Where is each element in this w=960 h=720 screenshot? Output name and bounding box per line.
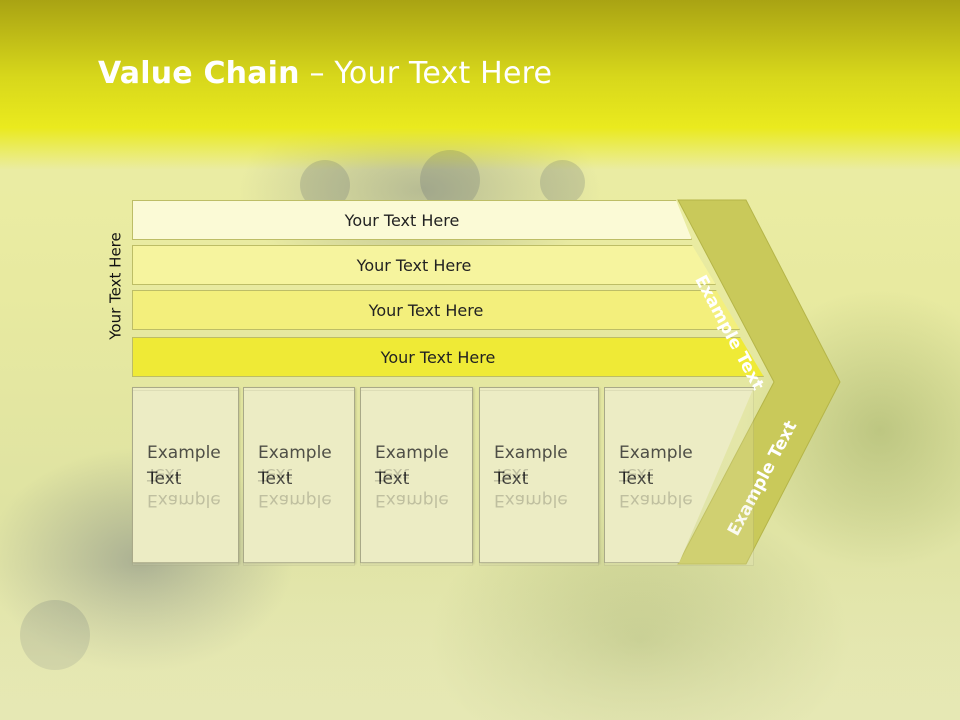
value-band-2: Your Text Here (132, 245, 716, 285)
value-band-label: Your Text Here (356, 255, 472, 275)
activity-box-line2: Text (619, 469, 654, 489)
activity-box-line1: Example (258, 443, 332, 463)
side-label-text: Your Text Here (107, 232, 125, 340)
activity-box-1: Example Text (132, 387, 239, 563)
value-band-1: Your Text Here (132, 200, 692, 240)
chevron-shape (677, 199, 841, 565)
margin-chevron (677, 199, 841, 565)
value-band-3: Your Text Here (132, 290, 740, 330)
activity-box-line2: Text (494, 469, 529, 489)
activity-box-line1: Example (494, 443, 568, 463)
activity-box-line2: Text (375, 469, 410, 489)
side-label: Your Text Here (100, 186, 132, 386)
activity-box-3: Example Text (360, 387, 473, 563)
slide-title: Value Chain – Your Text Here (98, 56, 552, 91)
background-grape (540, 160, 585, 205)
activity-box-line2: Text (258, 469, 293, 489)
activity-box-4: Example Text (479, 387, 599, 563)
title-bold: Value Chain (98, 56, 300, 91)
reflection-fade (0, 566, 960, 720)
activity-box-line1: Example (619, 443, 693, 463)
value-band-label: Your Text Here (380, 347, 496, 367)
value-band-label: Your Text Here (344, 210, 460, 230)
activity-box-line1: Example (375, 443, 449, 463)
title-rest: – Your Text Here (299, 56, 553, 91)
value-band-label: Your Text Here (368, 300, 484, 320)
header-banner (0, 0, 960, 170)
activity-box-line2: Text (147, 469, 182, 489)
value-band-4: Your Text Here (132, 337, 764, 377)
activity-box-2: Example Text (243, 387, 355, 563)
activity-box-line1: Example (147, 443, 221, 463)
